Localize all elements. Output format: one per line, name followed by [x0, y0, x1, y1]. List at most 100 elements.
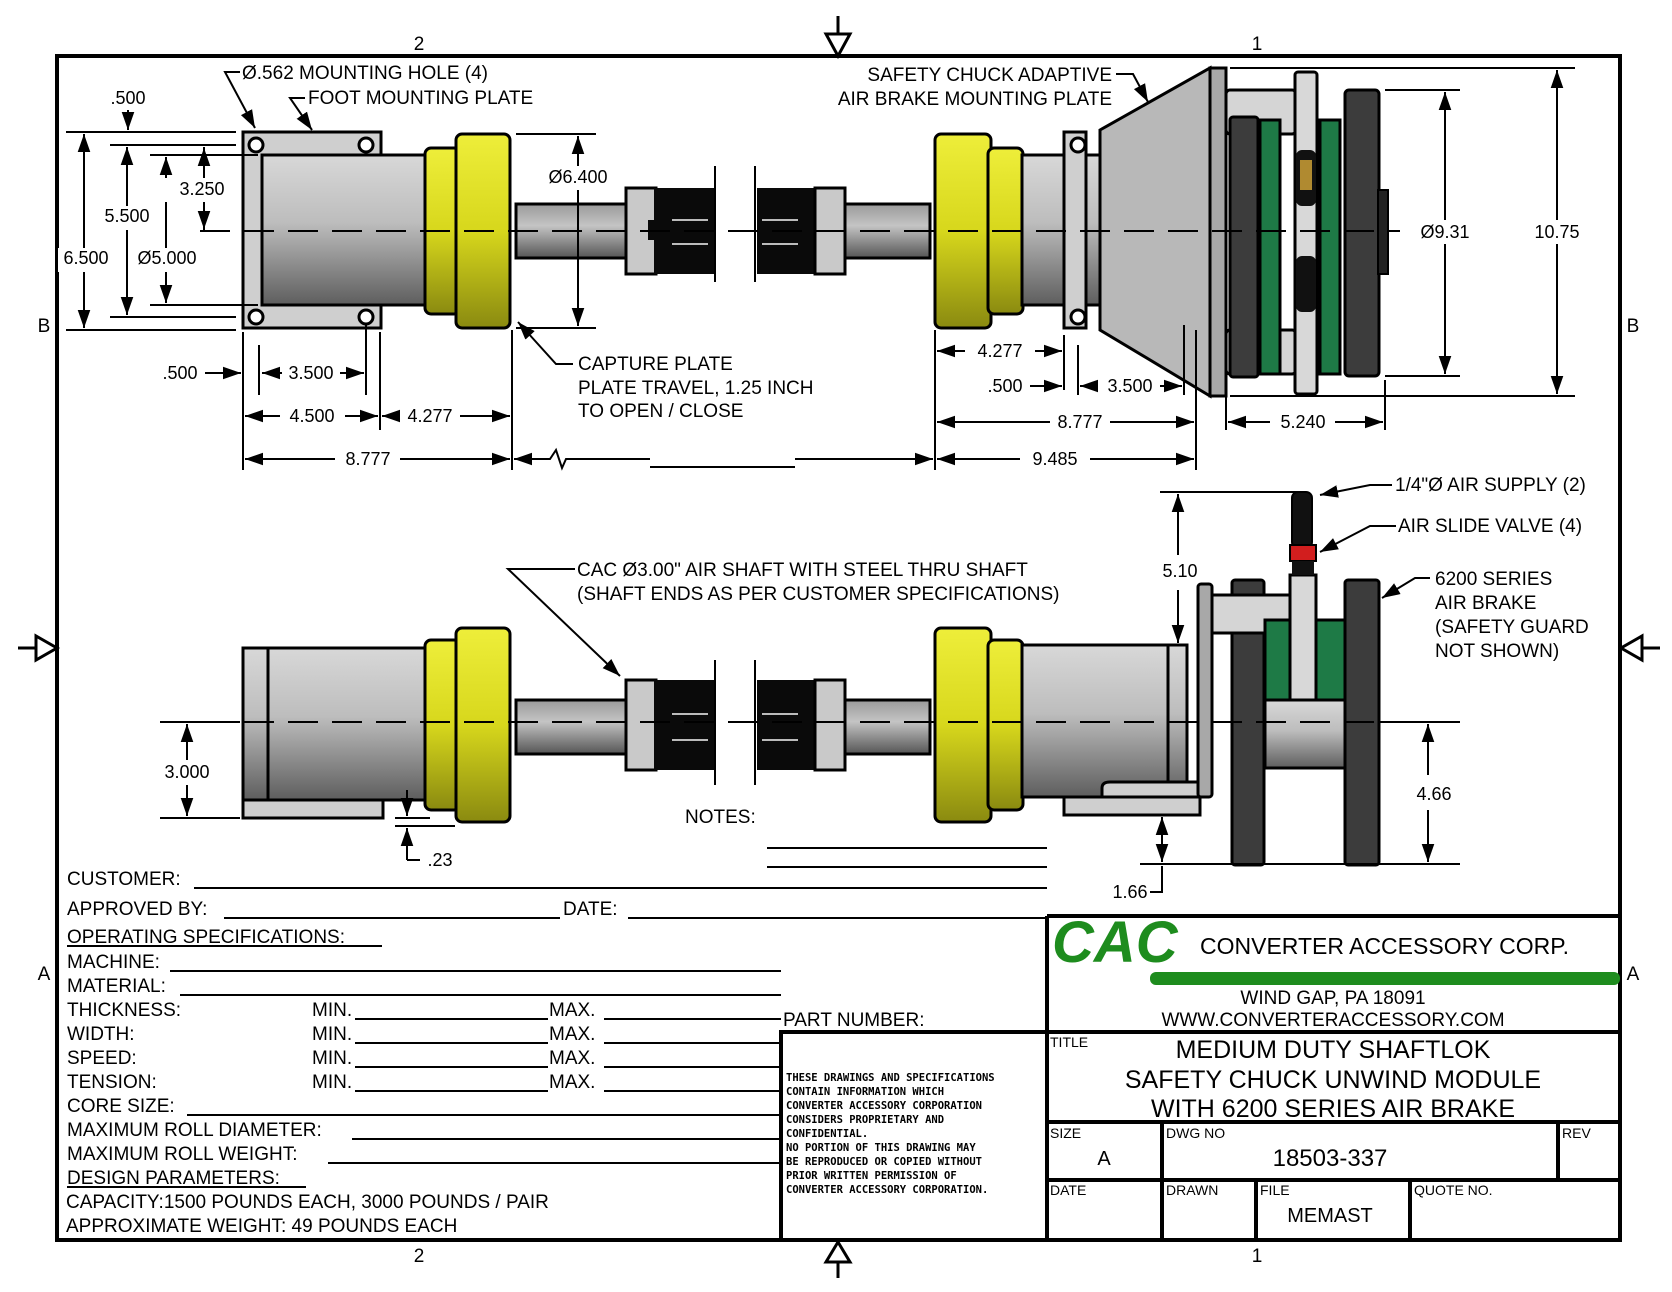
- dim-h-1075: 10.75: [1534, 222, 1579, 242]
- dim-left-4500: 4.500: [289, 406, 334, 426]
- size-value: A: [1097, 1148, 1111, 1170]
- disclaimer-line: CONTAIN INFORMATION WHICH: [786, 1086, 944, 1098]
- callout-brake-line4: NOT SHOWN): [1435, 641, 1559, 662]
- dim-023: .23: [427, 850, 452, 870]
- callout-slide-valve: AIR SLIDE VALVE (4): [1398, 516, 1582, 537]
- dim-brake-5240: 5.240: [1280, 412, 1325, 432]
- cac-logo-icon: CAC: [1052, 910, 1620, 985]
- dim-right-3500: 3.500: [1107, 376, 1152, 396]
- side-view-callouts: CAC Ø3.00" AIR SHAFT WITH STEEL THRU SHA…: [505, 475, 1589, 677]
- centering-arrow-top-icon: [823, 16, 853, 60]
- top-view-right-chuck: [754, 65, 1389, 399]
- range-label: WIDTH:: [67, 1024, 135, 1045]
- logo-text: CAC: [1052, 910, 1179, 975]
- dim-h-510: 5.10: [1162, 561, 1197, 581]
- callout-capture-plate-line2: PLATE TRAVEL, 1.25 INCH: [578, 378, 813, 399]
- callout-adaptive-plate-line1: SAFETY CHUCK ADAPTIVE: [867, 65, 1112, 86]
- dim-6500: 6.500: [63, 248, 108, 268]
- dim-h-3000: 3.000: [164, 762, 209, 782]
- zone-label-top-1: 1: [1252, 34, 1263, 55]
- form-design-params-heading: DESIGN PARAMETERS:: [67, 1168, 280, 1189]
- disclaimer-line: THESE DRAWINGS AND SPECIFICATIONS: [786, 1072, 995, 1084]
- disclaimer-line: CONVERTER ACCESSORY CORPORATION: [786, 1100, 982, 1112]
- zone-label-top-2: 2: [414, 34, 425, 55]
- company-address: WIND GAP, PA 18091: [1240, 988, 1425, 1009]
- callout-brake-line1: 6200 SERIES: [1435, 569, 1552, 590]
- title-line-2: SAFETY CHUCK UNWIND MODULE: [1125, 1066, 1541, 1094]
- drawn-label: DRAWN: [1166, 1182, 1218, 1198]
- form-operating-specs-heading: OPERATING SPECIFICATIONS:: [67, 927, 345, 948]
- dim-right-8777: 8.777: [1057, 412, 1102, 432]
- zone-label-left-b: B: [38, 316, 51, 337]
- range-min-label: MIN.: [312, 1072, 352, 1093]
- dim-dia-931: Ø9.31: [1420, 222, 1469, 242]
- form-approved-by-label: APPROVED BY:: [67, 899, 207, 920]
- form-range-row-thickness: THICKNESS: MIN. MAX.: [67, 1000, 595, 1021]
- title-block: CAC CONVERTER ACCESSORY CORP. WIND GAP, …: [1050, 910, 1620, 1227]
- disclaimer-line: CONSIDERS PROPRIETARY AND: [786, 1114, 944, 1126]
- disclaimer-line: PRIOR WRITTEN PERMISSION OF: [786, 1170, 957, 1182]
- dim-dia-5000: Ø5.000: [137, 248, 196, 268]
- form-material-label: MATERIAL:: [67, 976, 166, 997]
- company-website: WWW.CONVERTERACCESSORY.COM: [1161, 1010, 1504, 1031]
- form-part-number-label: PART NUMBER:: [783, 1010, 924, 1031]
- dim-right-4277: 4.277: [977, 341, 1022, 361]
- dim-dia-6400: Ø6.400: [548, 167, 607, 187]
- dim-right-9485: 9.485: [1032, 449, 1077, 469]
- disclaimer-line: NO PORTION OF THIS DRAWING MAY: [786, 1142, 976, 1154]
- dim-5500: 5.500: [104, 206, 149, 226]
- range-label: THICKNESS:: [67, 1000, 181, 1021]
- dim-left-3500: 3.500: [288, 363, 333, 383]
- top-view-callouts: Ø.562 MOUNTING HOLE (4) FOOT MOUNTING PL…: [223, 63, 1149, 422]
- zone-label-left-a: A: [38, 964, 51, 985]
- dim-right-500: .500: [987, 376, 1022, 396]
- quote-no-label: QUOTE NO.: [1414, 1182, 1493, 1198]
- specification-form: [67, 887, 1047, 1188]
- callout-air-supply: 1/4"Ø AIR SUPPLY (2): [1395, 475, 1586, 496]
- form-date-label: DATE:: [563, 899, 618, 920]
- file-label: FILE: [1260, 1182, 1290, 1198]
- form-machine-label: MACHINE:: [67, 952, 160, 973]
- dim-left-8777: 8.777: [345, 449, 390, 469]
- notes-lines: [767, 847, 1047, 868]
- form-customer-label: CUSTOMER:: [67, 869, 181, 890]
- dim-3250: 3.250: [179, 179, 224, 199]
- disclaimer-text: THESE DRAWINGS AND SPECIFICATIONS CONTAIN…: [786, 1072, 995, 1196]
- top-view-dimensions: [66, 67, 1575, 471]
- callout-brake-line2: AIR BRAKE: [1435, 593, 1536, 614]
- dim-top-offset: .500: [110, 88, 145, 108]
- notes-label: NOTES:: [685, 807, 756, 828]
- centering-arrow-bottom-icon: [823, 1239, 853, 1278]
- range-min-label: MIN.: [312, 1000, 352, 1021]
- callout-brake-line3: (SAFETY GUARD: [1435, 617, 1589, 638]
- side-view-right-chuck: [754, 491, 1381, 867]
- range-min-label: MIN.: [312, 1048, 352, 1069]
- title-block-frame: [779, 914, 1622, 1242]
- centering-arrow-left-icon: [18, 633, 61, 663]
- form-range-row-tension: TENSION: MIN. MAX.: [67, 1072, 595, 1093]
- callout-air-shaft-line2: (SHAFT ENDS AS PER CUSTOMER SPECIFICATIO…: [577, 584, 1059, 605]
- callout-adaptive-plate-line2: AIR BRAKE MOUNTING PLATE: [838, 89, 1112, 110]
- form-approx-weight: APPROXIMATE WEIGHT: 49 POUNDS EACH: [66, 1216, 457, 1237]
- callout-air-shaft-line1: CAC Ø3.00" AIR SHAFT WITH STEEL THRU SHA…: [577, 560, 1028, 581]
- range-min-label: MIN.: [312, 1024, 352, 1045]
- title-line-1: MEDIUM DUTY SHAFTLOK: [1176, 1036, 1491, 1064]
- title-line-3: WITH 6200 SERIES AIR BRAKE: [1151, 1095, 1515, 1123]
- form-core-size-label: CORE SIZE:: [67, 1096, 175, 1117]
- rev-label: REV: [1562, 1125, 1591, 1141]
- form-max-roll-weight-label: MAXIMUM ROLL WEIGHT:: [67, 1144, 297, 1165]
- dim-h-466: 4.66: [1416, 784, 1451, 804]
- zone-label-right-b: B: [1627, 316, 1640, 337]
- form-range-row-width: WIDTH: MIN. MAX.: [67, 1024, 595, 1045]
- dwg-no-value: 18503-337: [1273, 1145, 1388, 1172]
- form-range-row-speed: SPEED: MIN. MAX.: [67, 1048, 595, 1069]
- date-label: DATE: [1050, 1182, 1086, 1198]
- zone-label-bottom-1: 1: [1252, 1246, 1263, 1267]
- zone-label-right-a: A: [1627, 964, 1640, 985]
- callout-mounting-hole: Ø.562 MOUNTING HOLE (4): [242, 63, 488, 84]
- range-max-label: MAX.: [549, 1048, 595, 1069]
- title-label: TITLE: [1050, 1034, 1088, 1050]
- dim-left-500: .500: [162, 363, 197, 383]
- disclaimer-line: CONVERTER ACCESSORY CORPORATION.: [786, 1184, 988, 1196]
